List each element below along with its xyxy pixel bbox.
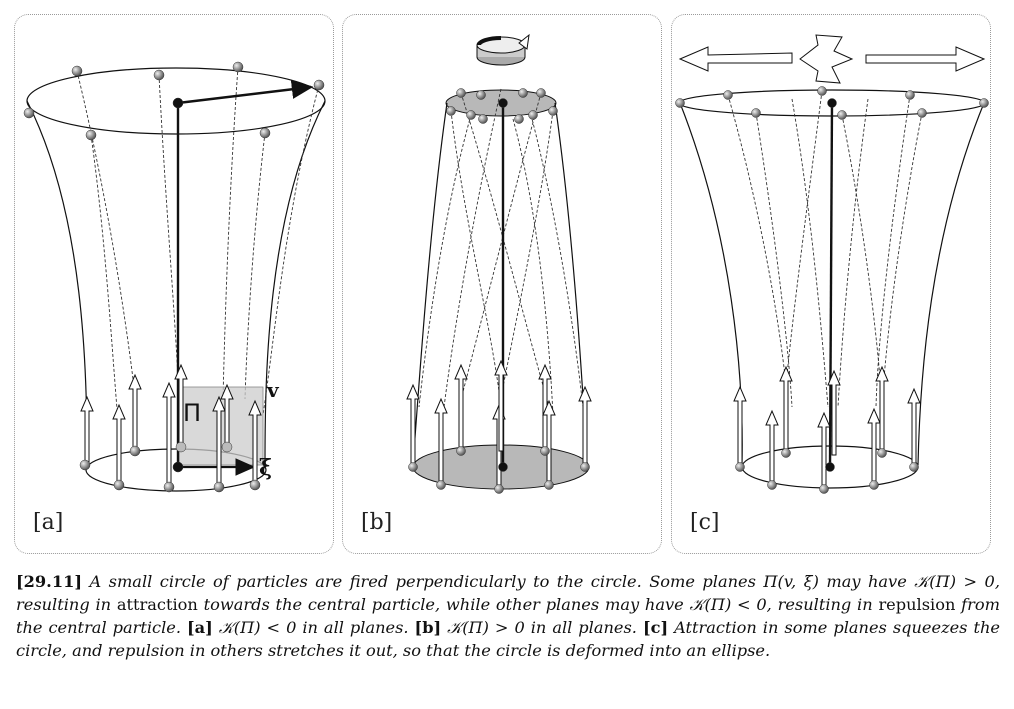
caption-seg1: A small circle of particles are fired pe…: [16, 572, 1000, 614]
caption-text-c: Attraction in some planes squeezes the c…: [16, 618, 1000, 660]
cylinder-diagram-b: [406, 33, 592, 494]
pi-symbol: Π: [183, 399, 201, 427]
top-arrow: [177, 79, 314, 105]
caption-text-a: 𝒦(Π) < 0 in all planes.: [212, 618, 415, 637]
trajectories: [727, 90, 923, 408]
panel-label-c: [c]: [690, 510, 720, 535]
caption-tag-a: [a]: [186, 618, 213, 637]
particles: [408, 88, 590, 494]
caption-seg3: towards the central particle, while othe…: [197, 595, 879, 614]
funnel-diagram-a: Π v ξ: [23, 61, 326, 493]
velocity-arrows: [80, 363, 262, 486]
right-wall: [917, 102, 985, 466]
figure-caption: [29.11] A small circle of particles are …: [16, 570, 1000, 662]
velocity-arrows: [406, 359, 592, 488]
particles: [23, 61, 325, 493]
panel-c: [c]: [671, 14, 991, 554]
caption-text-b: 𝒦(Π) > 0 in all planes.: [441, 618, 643, 637]
caption-tag-b: [b]: [414, 618, 442, 637]
caption-repulsion: repulsion: [878, 595, 956, 614]
trajectories: [418, 88, 584, 416]
central-axis: [828, 102, 834, 468]
caption-attraction: attraction: [116, 595, 198, 614]
v-symbol: v: [266, 378, 280, 402]
stretch-arrows-icon: [678, 34, 986, 84]
panel-label-a: [a]: [33, 510, 64, 535]
xi-symbol: ξ: [259, 455, 272, 481]
right-wall: [264, 100, 326, 464]
left-wall: [26, 100, 88, 464]
right-wall: [554, 102, 588, 466]
panel-label-b: [b]: [361, 510, 393, 535]
velocity-arrows: [733, 365, 921, 488]
trajectories: [76, 66, 320, 416]
rotation-icon: [476, 33, 530, 66]
panel-a: Π v ξ [a]: [14, 14, 334, 554]
caption-number: [29.11]: [16, 572, 83, 591]
caption-seg5: from the central particle.: [16, 595, 1000, 637]
left-wall: [679, 102, 743, 466]
caption-tag-c: [c]: [642, 618, 669, 637]
left-wall: [412, 102, 448, 466]
panel-b: [b]: [342, 14, 662, 554]
ellipse-diagram-c: [675, 34, 989, 494]
particles: [675, 86, 989, 494]
